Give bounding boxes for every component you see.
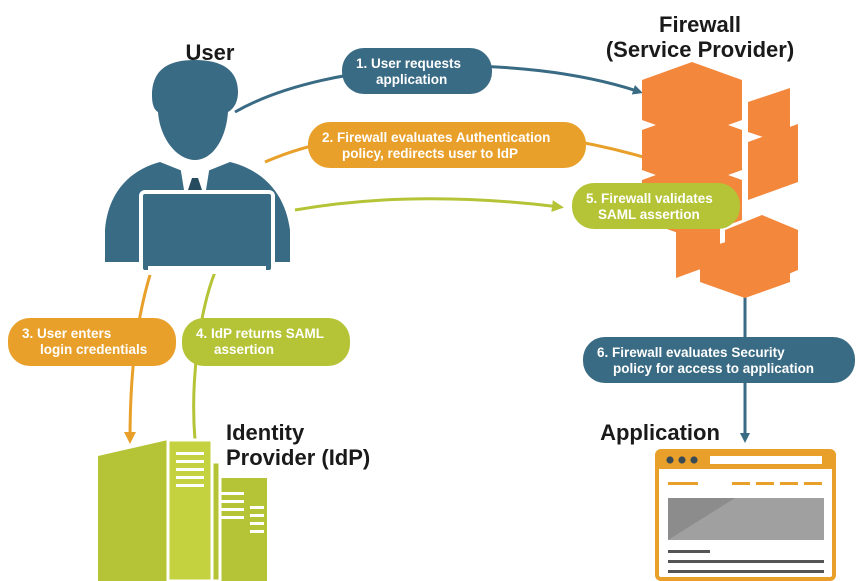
step-4-line2: assertion [214, 342, 275, 357]
idp-title-line2: Provider (IdP) [226, 445, 371, 471]
arrow-step-5 [294, 197, 564, 212]
step-1-line2: application [376, 72, 448, 87]
application-window-icon [655, 449, 836, 581]
step-6-line2: policy for access to application [613, 361, 815, 376]
step-5-line2: SAML assertion [598, 207, 700, 222]
idp-title: Identity Provider (IdP) [226, 420, 370, 471]
step-2-label: 2. Firewall evaluates Authentication pol… [308, 122, 586, 168]
idp-title-line1: Identity [226, 420, 305, 445]
laptop-icon [139, 190, 275, 274]
step-1-line1: 1. User requests [356, 56, 462, 71]
step-2-line2: policy, redirects user to IdP [342, 146, 519, 161]
step-3-line2: login credentials [40, 342, 148, 357]
firewall-title-line1: Firewall [659, 12, 741, 37]
firewall-icon [642, 62, 798, 298]
step-4-label: 4. IdP returns SAML assertion [182, 318, 350, 366]
user-title: User [185, 40, 235, 65]
step-3-label: 3. User enters login credentials [8, 318, 176, 366]
step-6-line1: 6. Firewall evaluates Security [597, 345, 785, 360]
firewall-title-line2: (Service Provider) [605, 37, 795, 63]
firewall-title: Firewall (Service Provider) [590, 12, 810, 63]
step-4-line1: 4. IdP returns SAML [196, 326, 325, 341]
step-1-label: 1. User requests application [342, 48, 492, 94]
application-title: Application [600, 420, 720, 445]
step-6-label: 6. Firewall evaluates Security policy fo… [583, 337, 855, 383]
step-5-label: 5. Firewall validates SAML assertion [572, 183, 740, 229]
step-5-line1: 5. Firewall validates [586, 191, 713, 206]
server-icon [98, 438, 267, 581]
step-2-line1: 2. Firewall evaluates Authentication [322, 130, 551, 145]
step-3-line1: 3. User enters [22, 326, 112, 341]
